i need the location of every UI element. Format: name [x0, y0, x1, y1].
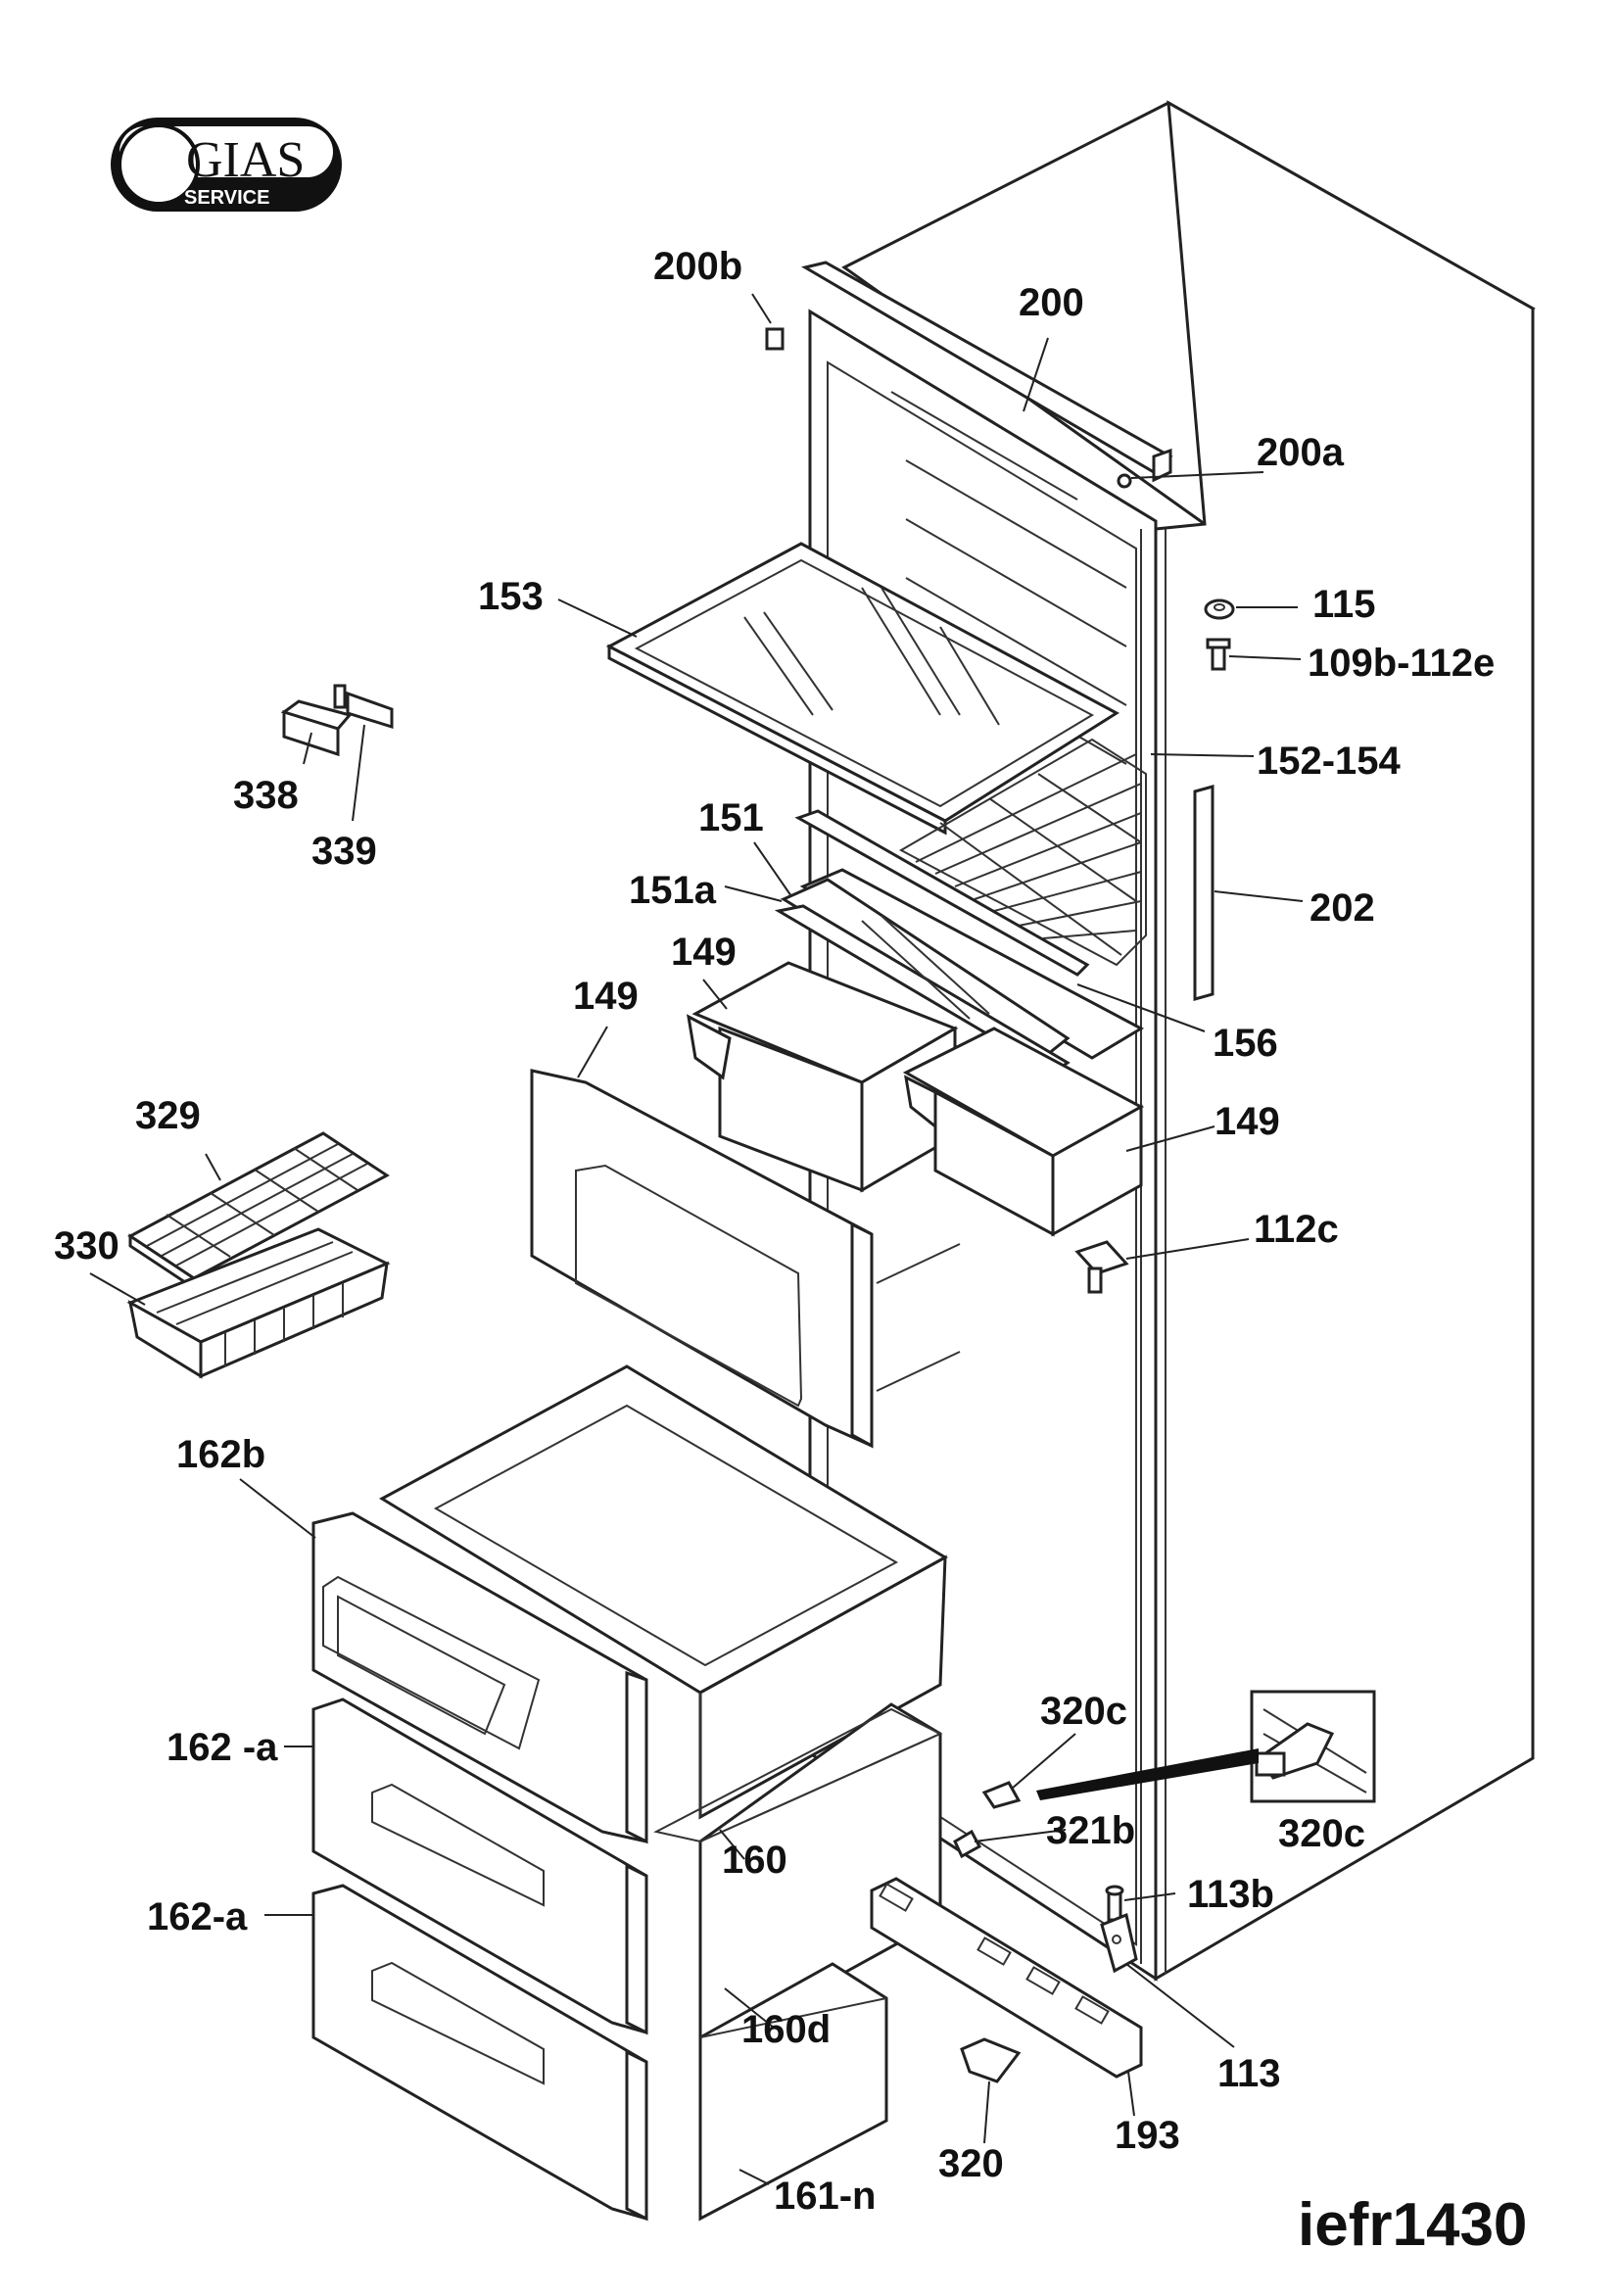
label-162-a-first: 162 -a: [167, 1726, 278, 1769]
logo-brand: GIAS: [186, 132, 305, 188]
part-320c-small: [981, 1781, 1022, 1809]
logo-sub: SERVICE: [184, 187, 269, 209]
drawer-front-162-a-2: [311, 1884, 648, 2222]
top-trim-200: [765, 261, 1173, 489]
label-200: 200: [1019, 281, 1084, 324]
label-149-right: 149: [1214, 1100, 1280, 1143]
label-339: 339: [311, 830, 377, 873]
label-330: 330: [54, 1224, 119, 1268]
label-152-154: 152-154: [1257, 740, 1402, 783]
gias-service-logo: GIAS SERVICE: [111, 118, 342, 212]
label-149-upper: 149: [671, 931, 737, 974]
label-160: 160: [722, 1839, 787, 1882]
freezer-basket-middle: [653, 1702, 943, 2055]
door-bar-202: [1193, 785, 1214, 1001]
label-151: 151: [698, 796, 764, 839]
label-113b: 113b: [1187, 1873, 1274, 1916]
drawer-front-162-a-1: [311, 1698, 648, 2035]
label-162-a-second: 162-a: [147, 1895, 248, 1938]
label-115: 115: [1312, 583, 1376, 626]
label-113: 113: [1217, 2052, 1281, 2095]
label-202: 202: [1309, 886, 1375, 930]
freezer-basket-top: [378, 1364, 949, 1820]
hinge-112c: [1074, 1240, 1129, 1294]
inset-320c: [1036, 1690, 1376, 1803]
label-320c-main: 320c: [1040, 1690, 1127, 1733]
part-320: [960, 2037, 1022, 2083]
part-113: [1100, 1912, 1138, 1974]
kickplate-193: [870, 1877, 1143, 2079]
label-320c-inset: 320c: [1278, 1812, 1365, 1855]
label-193: 193: [1115, 2114, 1180, 2157]
parts-338-339: [280, 684, 394, 757]
label-338: 338: [233, 774, 299, 817]
freezer-basket-bottom: [698, 1962, 888, 2222]
part-321b: [953, 1829, 982, 1859]
label-160d: 160d: [741, 2008, 831, 2051]
crisper-149-right: [902, 1027, 1145, 1237]
wire-shelf-152-154: [898, 738, 1147, 967]
label-149-front: 149: [573, 975, 639, 1018]
label-153: 153: [478, 575, 544, 618]
label-112c: 112c: [1254, 1208, 1339, 1251]
label-156: 156: [1213, 1022, 1278, 1065]
label-321b: 321b: [1046, 1809, 1135, 1852]
label-162b: 162b: [176, 1433, 265, 1476]
label-109b-112e: 109b-112e: [1308, 642, 1495, 685]
part-113b: [1105, 1885, 1124, 1922]
label-151a: 151a: [629, 869, 717, 912]
drawer-front-162b: [311, 1511, 648, 1844]
part-labels: 200b 200 200a 153 115 109b-112e 338 339 …: [54, 245, 1495, 2218]
leader-lines: [89, 293, 1304, 2185]
glass-shelf-153: [605, 542, 1119, 836]
label-200b: 200b: [653, 245, 742, 288]
label-320: 320: [938, 2142, 1004, 2185]
label-161-n: 161-n: [774, 2175, 877, 2218]
label-329: 329: [135, 1094, 201, 1137]
drawer-front-149: [530, 1069, 961, 1449]
ice-tray-329: [127, 1131, 390, 1291]
model-code: iefr1430: [1298, 2191, 1527, 2259]
parts-115-109b: [1204, 598, 1235, 671]
ice-tray-330: [126, 1227, 391, 1379]
label-200a: 200a: [1257, 431, 1345, 474]
